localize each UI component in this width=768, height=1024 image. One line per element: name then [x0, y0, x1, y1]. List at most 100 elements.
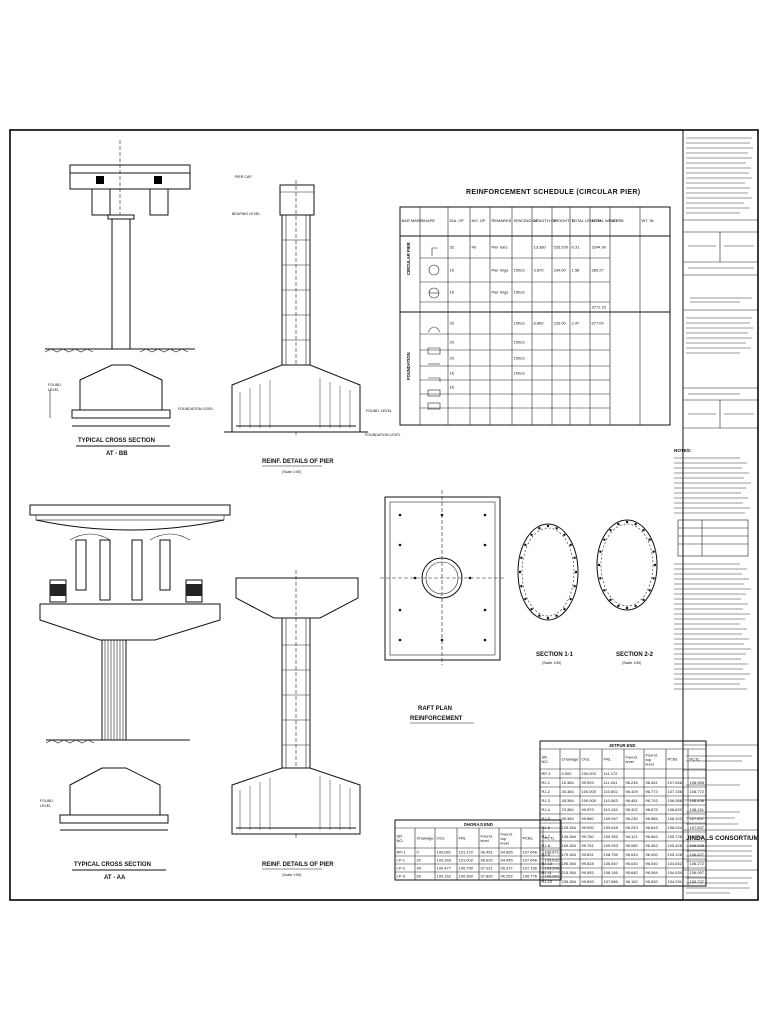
reinf-pier-top-view: PIER CAP BEARING LEVEL FOUND. LEVEL FOUN… [224, 175, 401, 474]
table-cell: 99.760 [582, 834, 595, 839]
table-cell: 107.221 [690, 834, 705, 839]
table-cell: 108.962 [545, 874, 560, 879]
table-cell: 99.828 [582, 861, 595, 866]
table-cell: 109.053 [604, 843, 619, 848]
table-cell: 215.384 [562, 870, 577, 875]
table-cell: 107.537 [690, 825, 705, 830]
table-cell: 70.384 [562, 807, 575, 812]
schedule-cell: 16 [450, 268, 455, 273]
schedule-header: BAR MARK [402, 218, 423, 223]
table-cell: RJ-10 [542, 861, 553, 866]
table-title: DHORAJI END [464, 822, 493, 827]
table-cell: 106.322 [668, 816, 683, 821]
table-cell: 96.632 [481, 858, 494, 863]
table-header: Found. [646, 753, 658, 758]
table-cell: 108.772 [690, 789, 705, 794]
table-cell: 107.156 [668, 789, 683, 794]
table-cell: 101.002 [459, 858, 474, 863]
schedule-cell: 16 [450, 385, 455, 390]
schedule-header: SHAPE [422, 218, 436, 223]
table-cell: 109.352 [604, 834, 619, 839]
schedule-group-pier: CIRCULAR PIER [406, 242, 411, 275]
table-header: SR. [542, 755, 549, 760]
table-cell: 99.761 [582, 843, 595, 848]
table-cell: 96.532 [646, 879, 659, 884]
table-cell: 109.947 [604, 816, 619, 821]
table-cell: 97.892 [481, 874, 494, 879]
table-header: PCBL [523, 836, 534, 841]
table-cell: 96.084 [646, 870, 659, 875]
pier-cap [39, 603, 221, 641]
table-cell: 95.384 [562, 816, 575, 821]
view-subtitle-bb: AT - BB [106, 451, 128, 457]
table-cell: RP-1 [397, 850, 407, 855]
table-header: level [626, 759, 634, 764]
table-cell: 99.831 [582, 852, 595, 857]
schedule-cell: 150c/c [514, 321, 526, 326]
schedule-cell: 3771.23 [592, 305, 607, 310]
schedule-header: WT. IN [612, 218, 624, 223]
svg-text:FOUND.: FOUND. [48, 383, 62, 387]
schedule-cell: 369.27 [592, 268, 605, 273]
table-header: level [501, 841, 509, 846]
table-cell: 99.953 [582, 870, 595, 875]
table-cell: 97.021 [481, 866, 494, 871]
table-cell: 108.457 [604, 861, 619, 866]
table-cell: 100.360 [459, 874, 474, 879]
section-1-1-scale: (Scale 1:50) [542, 661, 561, 665]
company-name: JINDALS CONSORTIUM [686, 835, 759, 842]
svg-text:FOUNDATION LEVEL: FOUNDATION LEVEL [178, 407, 214, 411]
schedule-cell: Pier bars [492, 245, 508, 250]
schedule-group-foundation: FOUNDATION [406, 352, 411, 380]
svg-text:FOUND. LEVEL: FOUND. LEVEL [366, 409, 392, 413]
table-header: FRL [604, 757, 612, 762]
section-2-2-view: SECTION 2-2 (Scale 1:50) [596, 519, 658, 665]
schedule-header: TOTAL WEIGHT [592, 218, 622, 223]
table-cell: RJ-5 [542, 816, 551, 821]
schedule-cell: 234.00 [554, 268, 567, 273]
table-cell: 105.737 [690, 879, 705, 884]
table-cell: 107.166 [523, 866, 538, 871]
table-cell: 96.243 [626, 825, 639, 830]
table-cell: 106.925 [690, 843, 705, 848]
table-cell: 107.860 [604, 879, 619, 884]
schedule-header: WEIGHT/ R. [554, 218, 576, 223]
table-cell: 94.945 [501, 858, 514, 863]
table-cell: 105.726 [668, 834, 683, 839]
table-cell: 95.377 [501, 866, 514, 871]
table-header: NO. [397, 838, 404, 843]
table-cell: 99.979 [582, 807, 595, 812]
schedule-cell: 6.31 [572, 245, 581, 250]
table-cell: RJ-8 [542, 843, 551, 848]
table-cell: RJ-1 [542, 780, 551, 785]
table-cell: 155.384 [562, 843, 577, 848]
table-cell: 96.453 [646, 843, 659, 848]
view-title-reinf-top: REINF. DETAILS OF PIER [262, 459, 334, 465]
crossbeam [69, 172, 191, 190]
schedule-cell: 3.870 [534, 268, 545, 273]
table-cell: 99.839 [582, 879, 595, 884]
schedule-header: SPACING OF [514, 218, 539, 223]
table-cell: 101.172 [459, 850, 474, 855]
table-header: top [501, 836, 507, 841]
schedule-cell: 150c/c [514, 356, 526, 361]
table-cell: 110.245 [604, 807, 619, 812]
table-cell: 109.671 [545, 850, 560, 855]
table-cell: 99.900 [582, 825, 595, 830]
schedule-cell: 150c/c [514, 268, 526, 273]
table-cell: 96.451 [646, 780, 659, 785]
table-cell: RJ-9 [542, 852, 551, 857]
table-cell: 96.080 [626, 843, 639, 848]
table-header: top [646, 757, 652, 762]
schedule-cell: 20 [450, 321, 455, 326]
typical-section-bb-view: FOUND. LEVEL FOUNDATION LEVEL TYPICAL CR… [44, 140, 214, 457]
table-cell: 100.790 [459, 866, 474, 871]
view-scale-reinf-top: (Scale 1:50) [282, 470, 301, 474]
schedule-cell: 20 [450, 340, 455, 345]
table-header: FRL [459, 836, 467, 841]
table-cell: 105.428 [668, 843, 683, 848]
table-cell: 96.230 [626, 816, 639, 821]
table-cell: 96.461 [626, 798, 639, 803]
table-cell: 96.643 [646, 825, 659, 830]
view-title-reinf-bottom: REINF. DETAILS OF PIER [262, 862, 334, 868]
